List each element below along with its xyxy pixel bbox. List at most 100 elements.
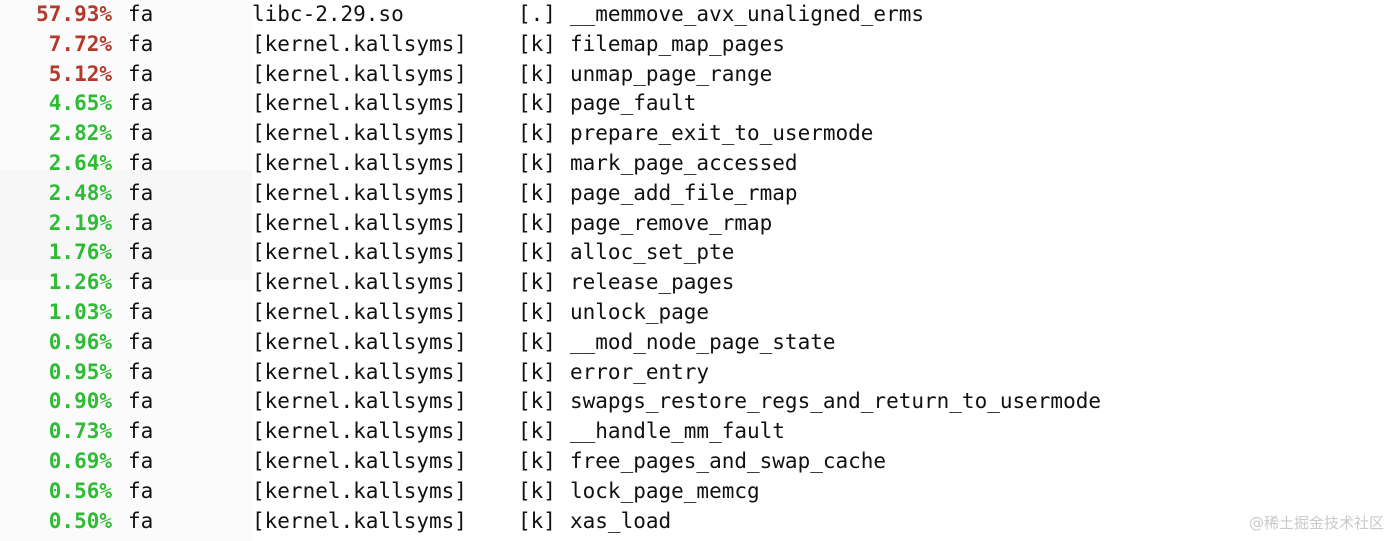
row-symbol-kind: [k] xyxy=(518,180,556,205)
row-percent: 0.96% xyxy=(48,329,112,354)
row-shared-object: [kernel.kallsyms] xyxy=(252,448,467,473)
row-shared-object: [kernel.kallsyms] xyxy=(252,180,467,205)
row-symbol-kind: [k] xyxy=(518,91,556,116)
row-symbol-kind: [.] xyxy=(518,2,556,26)
table-row[interactable]: 2.64% fa [kernel.kallsyms] [k] mark_page_acc… xyxy=(0,149,1400,179)
row-percent: 2.19% xyxy=(48,210,112,235)
row-command: fa xyxy=(128,210,154,235)
row-percent: 1.76% xyxy=(48,240,112,265)
row-symbol-kind: [k] xyxy=(518,61,556,86)
row-percent: 1.03% xyxy=(48,299,112,324)
row-symbol-name: page_add_file_rmap xyxy=(570,180,798,205)
row-symbol-name: free_pages_and_swap_cache xyxy=(570,448,887,473)
row-command: fa xyxy=(128,31,154,56)
table-row[interactable]: 0.50%fa[kernel.kallsyms][k]xas_load xyxy=(0,507,1400,537)
row-percent: 4.65% xyxy=(48,91,112,116)
row-percent: 0.73% xyxy=(48,419,112,444)
row-symbol-name: __mod_node_page_state xyxy=(570,329,836,354)
table-row[interactable]: 0.90% fa [kernel.kallsyms] [k] swapgs_restor… xyxy=(0,387,1400,417)
row-command: fa xyxy=(128,61,154,86)
row-command: fa xyxy=(128,91,154,116)
row-symbol-kind: [k] xyxy=(518,478,556,503)
row-shared-object: [kernel.kallsyms] xyxy=(252,419,467,444)
row-symbol-kind: [k] xyxy=(518,150,556,175)
table-row[interactable]: 1.76% fa [kernel.kallsyms] [k] alloc_set_pte xyxy=(0,238,1400,268)
row-shared-object: [kernel.kallsyms] xyxy=(252,359,467,384)
table-row[interactable]: 2.48% fa [kernel.kallsyms] [k] page_add_file… xyxy=(0,179,1400,209)
row-symbol-name: page_fault xyxy=(570,91,697,116)
row-symbol-name: mark_page_accessed xyxy=(570,150,798,175)
row-percent: 2.48% xyxy=(48,180,112,205)
table-row[interactable]: 7.72%fa[kernel.kallsyms][k]filemap_map_p… xyxy=(0,30,1400,60)
row-symbol-name: unlock_page xyxy=(570,299,710,324)
row-percent: 2.82% xyxy=(48,121,112,146)
table-row[interactable]: 1.26%fa[kernel.kallsyms][k]release_pages xyxy=(0,268,1400,298)
row-symbol-name: release_pages xyxy=(570,270,735,295)
row-command: fa xyxy=(128,448,154,473)
row-percent: 0.69% xyxy=(48,448,112,473)
table-row[interactable]: 0.96% fa [kernel.kallsyms] [k] __mod_node_pa… xyxy=(0,328,1400,358)
row-command: fa xyxy=(128,299,154,324)
row-symbol-kind: [k] xyxy=(518,31,556,56)
row-symbol-kind: [k] xyxy=(518,329,556,354)
row-symbol-kind: [k] xyxy=(518,121,556,146)
row-symbol-name: __handle_mm_fault xyxy=(570,419,785,444)
row-command: fa xyxy=(128,150,154,175)
row-percent: 0.90% xyxy=(48,389,112,414)
row-symbol-kind: [k] xyxy=(518,359,556,384)
row-shared-object: [kernel.kallsyms] xyxy=(252,329,467,354)
row-command: fa xyxy=(128,240,154,265)
table-row[interactable]: 0.73%fa[kernel.kallsyms][k]__handle_mm_f… xyxy=(0,417,1400,447)
row-percent: 1.26% xyxy=(48,270,112,295)
row-symbol-kind: [k] xyxy=(518,389,556,414)
row-command: fa xyxy=(128,180,154,205)
row-shared-object: [kernel.kallsyms] xyxy=(252,210,467,235)
table-row[interactable]: 4.65%fa[kernel.kallsyms][k]page_fault xyxy=(0,89,1400,119)
table-row[interactable]: 0.56%fa[kernel.kallsyms][k]lock_page_mem… xyxy=(0,477,1400,507)
row-command: fa xyxy=(128,478,154,503)
row-symbol-name: swapgs_restore_regs_and_return_to_usermo… xyxy=(570,389,1102,414)
table-row[interactable]: 5.12% fa [kernel.kallsyms] [k] unmap_page_ra… xyxy=(0,60,1400,90)
row-symbol-name: error_entry xyxy=(570,359,710,384)
row-shared-object: [kernel.kallsyms] xyxy=(252,240,467,265)
row-command: fa xyxy=(128,2,154,26)
row-symbol-kind: [k] xyxy=(518,240,556,265)
row-symbol-name: filemap_map_pages xyxy=(570,31,785,56)
watermark-label: @稀土掘金技术社区 xyxy=(1248,514,1384,532)
table-row[interactable]: 1.03% fa [kernel.kallsyms] [k] unlock_page xyxy=(0,298,1400,328)
row-command: fa xyxy=(128,508,154,533)
row-percent: 0.95% xyxy=(48,359,112,384)
row-symbol-name: page_remove_rmap xyxy=(570,210,773,235)
row-shared-object: [kernel.kallsyms] xyxy=(252,31,467,56)
row-shared-object: [kernel.kallsyms] xyxy=(252,299,467,324)
row-symbol-name: lock_page_memcg xyxy=(570,478,760,503)
row-shared-object: [kernel.kallsyms] xyxy=(252,389,467,414)
row-percent: 5.12% xyxy=(48,61,112,86)
row-shared-object: [kernel.kallsyms] xyxy=(252,478,467,503)
row-command: fa xyxy=(128,329,154,354)
table-row[interactable]: 0.95%fa[kernel.kallsyms][k]error_entry xyxy=(0,358,1400,388)
row-command: fa xyxy=(128,121,154,146)
row-symbol-kind: [k] xyxy=(518,210,556,235)
row-symbol-name: unmap_page_range xyxy=(570,61,773,86)
table-row[interactable]: 2.82%fa[kernel.kallsyms][k]prepare_exit_… xyxy=(0,119,1400,149)
row-percent: 0.50% xyxy=(48,508,112,533)
row-shared-object: libc-2.29.so xyxy=(252,2,404,26)
table-row[interactable]: 2.19% fa [kernel.kallsyms] [k] page_remove_r… xyxy=(0,209,1400,239)
row-symbol-kind: [k] xyxy=(518,299,556,324)
row-percent: 2.64% xyxy=(48,150,112,175)
row-percent: 57.93% xyxy=(36,2,112,26)
row-shared-object: [kernel.kallsyms] xyxy=(252,61,467,86)
row-shared-object: [kernel.kallsyms] xyxy=(252,150,467,175)
row-symbol-name: alloc_set_pte xyxy=(570,240,735,265)
table-row[interactable]: 0.69% fa [kernel.kallsyms] [k] free_pages_an… xyxy=(0,447,1400,477)
row-symbol-kind: [k] xyxy=(518,508,556,533)
row-shared-object: [kernel.kallsyms] xyxy=(252,508,467,533)
row-command: fa xyxy=(128,389,154,414)
row-symbol-kind: [k] xyxy=(518,448,556,473)
row-symbol-kind: [k] xyxy=(518,419,556,444)
row-shared-object: [kernel.kallsyms] xyxy=(252,270,467,295)
row-symbol-name: prepare_exit_to_usermode xyxy=(570,121,874,146)
